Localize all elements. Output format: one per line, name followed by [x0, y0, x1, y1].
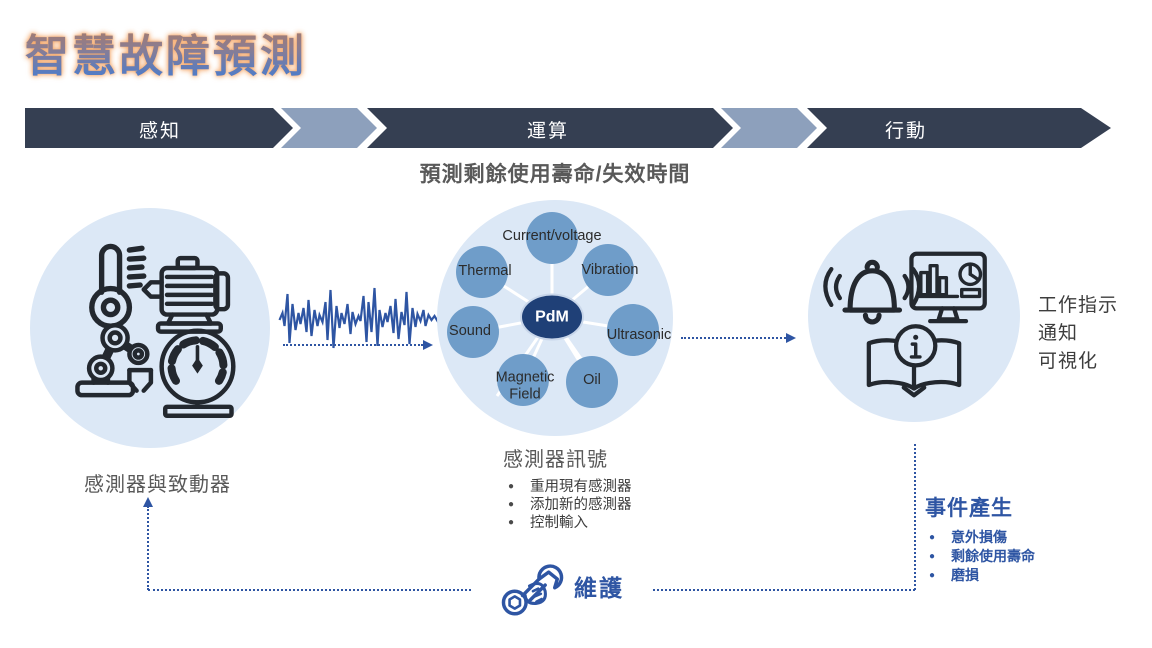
caption-line: 可視化	[1038, 351, 1099, 372]
satellite-oil	[566, 356, 618, 408]
stage-computing-label: 運算	[526, 121, 570, 142]
sensor-signals-list: 重用現有感測器 添加新的感測器 控制輸入	[508, 478, 632, 532]
satellite-sound	[447, 306, 499, 358]
satellite-vibration-label: Vibration	[581, 262, 639, 278]
pdm-circle: Current/voltage Thermal Vibration Sound …	[437, 200, 673, 436]
gauge-icon	[159, 328, 236, 419]
satellite-magnetic-field	[497, 354, 549, 406]
satellite-current-voltage-label: Current/voltage	[502, 228, 602, 244]
satellite-oil-label: Oil	[583, 372, 601, 388]
list-item: 磨損	[929, 566, 1035, 585]
satellite-ultrasonic-label: Ultrasonic	[606, 327, 672, 343]
satellite-ultrasonic	[607, 304, 659, 356]
satellite-thermal-label: Thermal	[458, 263, 512, 279]
action-caption: 工作指示 通知 可視化	[1038, 292, 1118, 376]
satellite-current-voltage	[526, 212, 578, 264]
alarm-bell-icon	[823, 259, 922, 325]
satellite-magnetic-field-label: Magnetic Field	[495, 369, 555, 402]
satellite-vibration	[582, 244, 634, 296]
sensing-caption: 感測器與致動器	[84, 474, 231, 496]
motor-icon	[141, 255, 231, 334]
maintenance-label: 維護	[574, 575, 624, 601]
action-circle	[808, 210, 1020, 422]
feedback-line-left	[147, 506, 149, 590]
satellite-thermal	[456, 246, 508, 298]
list-item: 重用現有感測器	[508, 478, 632, 496]
sensing-circle	[30, 208, 270, 448]
dashboard-monitor-icon	[909, 251, 987, 324]
pdm-center-badge: PdM	[520, 293, 584, 341]
compute-to-action-arrowhead-icon	[786, 333, 796, 343]
stage-sensing-label: 感知	[138, 121, 182, 142]
signal-flow-arrowhead-icon	[423, 340, 433, 350]
caption-line: 工作指示	[1038, 295, 1119, 316]
feedback-line-right	[914, 444, 916, 590]
events-list: 意外損傷 剩餘使用壽命 磨損	[929, 528, 1035, 585]
list-item: 剩餘使用壽命	[929, 547, 1035, 566]
machine-icons	[75, 243, 236, 419]
list-item: 控制輸入	[508, 514, 632, 532]
signal-flow-line	[283, 344, 423, 346]
compute-to-action-line	[681, 337, 786, 339]
satellite-sound-label: Sound	[449, 323, 491, 339]
robot-arm-icon	[75, 323, 154, 398]
caption-line: 通知	[1038, 323, 1079, 344]
process-arrow-banner	[25, 108, 1111, 148]
thermometer-icon	[89, 243, 147, 329]
page-title: 智慧故障預測	[25, 20, 307, 84]
action-icons	[823, 251, 987, 398]
sensor-signals-heading: 感測器訊號	[503, 449, 608, 471]
rul-subtitle: 預測剩餘使用壽命/失效時間	[419, 163, 691, 186]
maintenance-block: 維護	[472, 550, 652, 622]
list-item: 添加新的感測器	[508, 496, 632, 514]
list-item: 意外損傷	[929, 528, 1035, 547]
events-heading: 事件產生	[925, 497, 1013, 520]
stage-action-label: 行動	[884, 121, 928, 142]
feedback-arrowhead-icon	[143, 497, 153, 507]
wrench-hand-icon	[501, 564, 564, 616]
info-book-icon	[866, 324, 962, 398]
waveform-signal-icon	[278, 287, 445, 349]
